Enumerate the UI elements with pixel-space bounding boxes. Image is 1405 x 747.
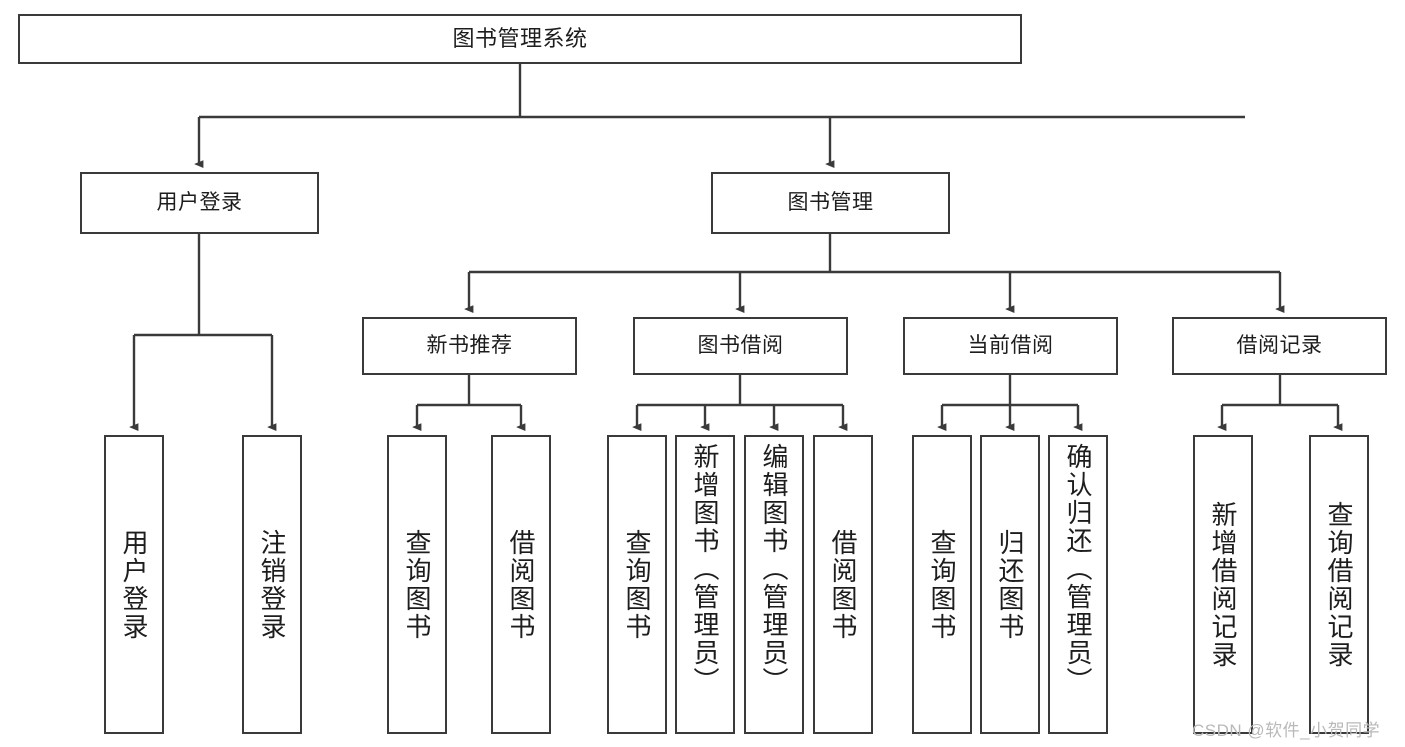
node-new-book-rec[interactable]: 新书推荐: [362, 317, 577, 375]
node-leaf-borrow-book-2[interactable]: 借阅图书: [813, 435, 873, 734]
node-borrow-record[interactable]: 借阅记录: [1172, 317, 1387, 375]
node-leaf-user-logout[interactable]: 注销登录: [242, 435, 302, 734]
node-leaf-return-book-label: 归还图书: [995, 528, 1025, 641]
node-current-borrow[interactable]: 当前借阅: [903, 317, 1118, 375]
node-leaf-return-book[interactable]: 归还图书: [980, 435, 1040, 734]
node-leaf-add-book[interactable]: 新增图书（管理员）: [675, 435, 735, 734]
node-leaf-user-login-label: 用户登录: [119, 528, 149, 641]
node-leaf-confirm-return-label: 确认归还（管理员）: [1063, 443, 1093, 695]
node-leaf-borrow-book-1[interactable]: 借阅图书: [491, 435, 551, 734]
node-leaf-user-login[interactable]: 用户登录: [104, 435, 164, 734]
node-leaf-query-book-3[interactable]: 查询图书: [912, 435, 972, 734]
node-root-label: 图书管理系统: [452, 26, 588, 52]
node-leaf-query-record-label: 查询借阅记录: [1324, 500, 1354, 669]
node-book-borrow-label: 图书借阅: [697, 333, 784, 357]
node-leaf-query-book-1[interactable]: 查询图书: [387, 435, 447, 734]
node-leaf-query-book-2-label: 查询图书: [622, 528, 652, 641]
node-leaf-query-book-3-label: 查询图书: [927, 528, 957, 641]
node-leaf-query-record[interactable]: 查询借阅记录: [1309, 435, 1369, 734]
node-leaf-add-record-label: 新增借阅记录: [1208, 500, 1238, 669]
node-leaf-edit-book[interactable]: 编辑图书（管理员）: [744, 435, 804, 734]
node-book-borrow[interactable]: 图书借阅: [633, 317, 848, 375]
node-book-manage-label: 图书管理: [787, 190, 874, 214]
node-leaf-borrow-book-2-label: 借阅图书: [828, 528, 858, 641]
node-user-login-label: 用户登录: [156, 190, 243, 214]
node-leaf-query-book-2[interactable]: 查询图书: [607, 435, 667, 734]
csdn-watermark: CSDN @软件_小贺同学: [1192, 721, 1381, 740]
node-leaf-query-book-1-label: 查询图书: [402, 528, 432, 641]
node-root[interactable]: 图书管理系统: [18, 14, 1022, 64]
node-new-book-rec-label: 新书推荐: [426, 333, 513, 357]
node-leaf-add-record[interactable]: 新增借阅记录: [1193, 435, 1253, 734]
node-borrow-record-label: 借阅记录: [1236, 333, 1323, 357]
node-leaf-add-book-label: 新增图书（管理员）: [690, 443, 720, 695]
node-leaf-confirm-return[interactable]: 确认归还（管理员）: [1048, 435, 1108, 734]
node-leaf-edit-book-label: 编辑图书（管理员）: [759, 443, 789, 695]
node-leaf-borrow-book-1-label: 借阅图书: [506, 528, 536, 641]
node-book-manage[interactable]: 图书管理: [711, 172, 950, 234]
node-current-borrow-label: 当前借阅: [967, 333, 1054, 357]
node-leaf-user-logout-label: 注销登录: [257, 528, 287, 641]
node-user-login[interactable]: 用户登录: [80, 172, 319, 234]
